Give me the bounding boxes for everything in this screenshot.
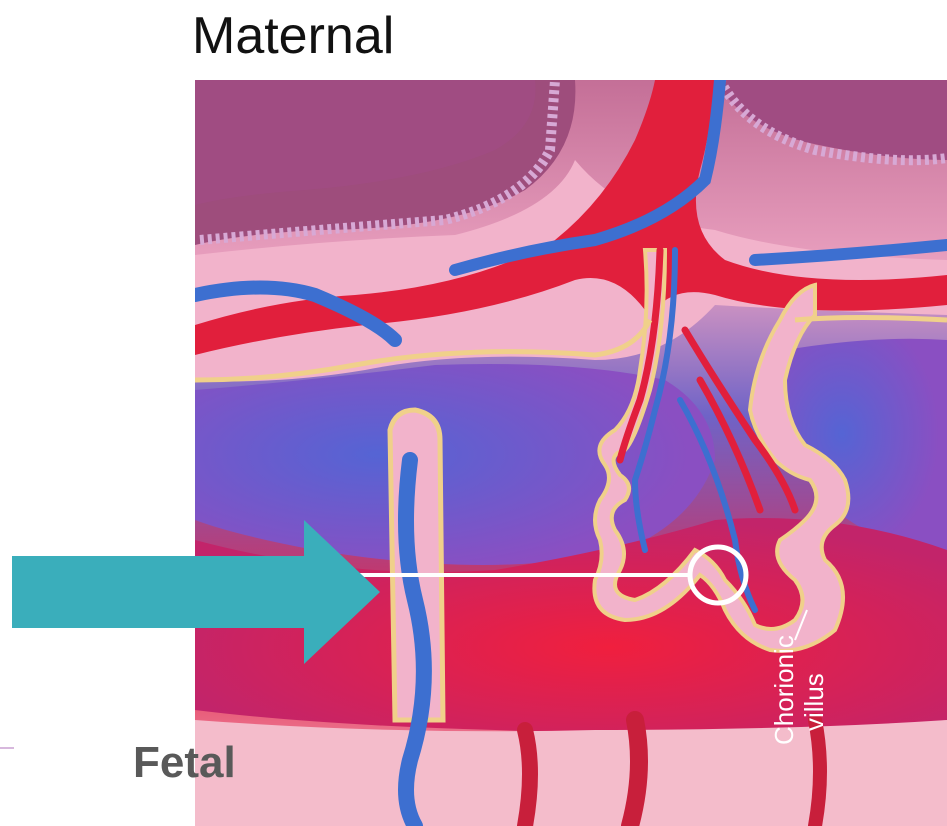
- arrow-icon: [12, 520, 382, 665]
- spiral-artery-1: [525, 730, 530, 826]
- right-membrane-outline: [795, 318, 947, 321]
- maternal-label: Maternal: [192, 6, 394, 66]
- placenta-illustration: Chorionic villus: [195, 80, 947, 826]
- callout-text-chorionic: Chorionic: [769, 635, 799, 745]
- arrow-shape: [12, 520, 380, 664]
- basal-plate: [195, 720, 947, 826]
- callout-text-villus: villus: [799, 673, 829, 731]
- spiral-artery-2: [630, 720, 639, 826]
- fetal-label: Fetal: [133, 738, 236, 788]
- edge-mark: [0, 747, 14, 749]
- spiral-artery-3: [815, 720, 820, 826]
